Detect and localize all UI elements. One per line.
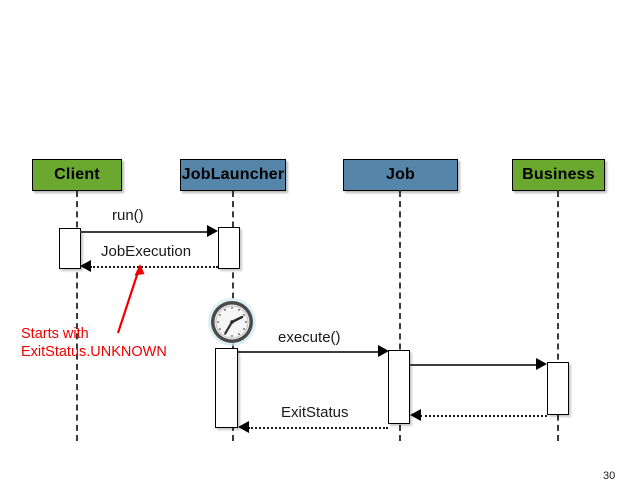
message-label-exitstatus: ExitStatus — [281, 404, 349, 421]
message-line-execute — [238, 351, 384, 353]
note-text-line1: Starts with — [21, 326, 89, 342]
message-arrowhead-exitstatus — [238, 421, 249, 433]
message-arrowhead-jobexecution — [80, 260, 91, 272]
message-arrowhead-business-return — [410, 409, 421, 421]
message-label-run: run() — [112, 207, 144, 224]
lifeline-dash-client — [76, 191, 78, 441]
message-line-exitstatus — [248, 427, 388, 429]
lifeline-label-job: Job — [385, 166, 416, 183]
lifeline-label-client: Client — [54, 166, 100, 183]
activation-bar-business — [547, 362, 569, 415]
page-number: 30 — [603, 470, 616, 482]
lifeline-label-joblauncher: JobLauncher — [181, 166, 285, 183]
message-label-execute: execute() — [278, 329, 341, 346]
message-arrowhead-execute — [378, 345, 389, 357]
message-arrowhead-run — [207, 225, 218, 237]
clock-icon — [207, 297, 257, 347]
lifeline-header-job: Job — [343, 159, 458, 191]
lifeline-dash-job — [399, 191, 401, 441]
message-line-jobexecution — [90, 266, 218, 268]
lifeline-dash-business — [557, 191, 559, 441]
lifeline-header-client: Client — [32, 159, 122, 191]
message-line-business-return — [420, 415, 547, 417]
message-line-job-to-business — [410, 364, 538, 366]
message-arrowhead-job-to-business — [536, 358, 547, 370]
message-label-jobexecution: JobExecution — [101, 243, 192, 260]
lifeline-label-business: Business — [522, 166, 595, 183]
activation-bar-client — [59, 228, 81, 269]
lifeline-header-joblauncher: JobLauncher — [180, 159, 286, 191]
lifeline-header-business: Business — [512, 159, 605, 191]
message-line-run — [80, 231, 213, 233]
activation-bar-joblauncher-upper — [218, 227, 240, 269]
note-text-line2: ExitStatus.UNKNOWN — [21, 344, 167, 360]
activation-bar-job — [388, 350, 410, 424]
activation-bar-joblauncher-lower — [215, 348, 238, 428]
